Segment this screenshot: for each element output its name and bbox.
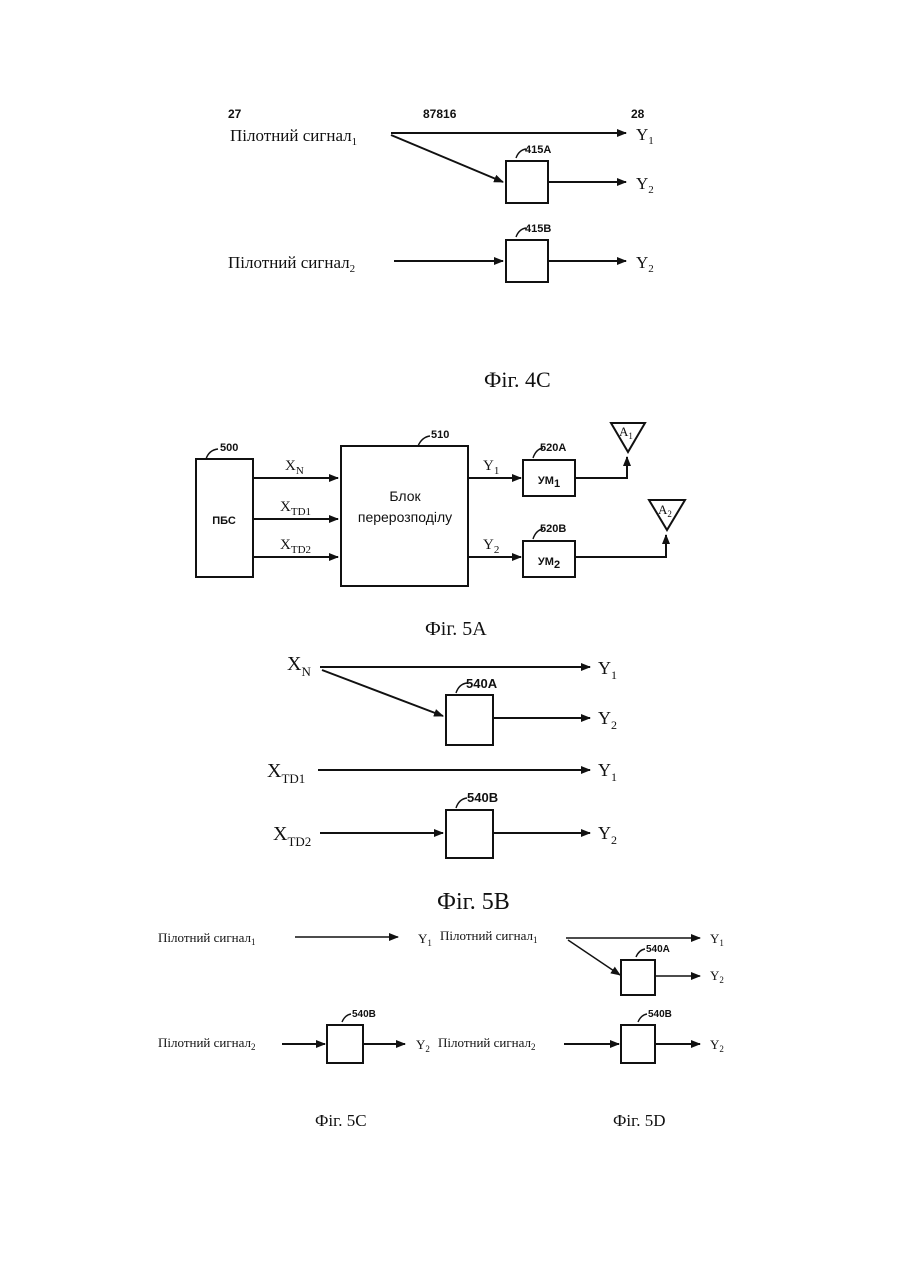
fig5a-xn-label: XN [285, 458, 304, 477]
fig5b-xn-label: XN [287, 653, 311, 679]
figure-5a: 500 ПБС XN XTD1 XTD2 510 Блок перерозпод… [196, 423, 685, 640]
fig5a-redist-label-2: перерозподілу [358, 509, 452, 525]
figure-5c: Пілотний сигнал1 Y1 540B Пілотний сигнал… [158, 930, 432, 1130]
fig5b-o1-label: Y1 [598, 658, 617, 682]
fig5c-in2-label: Пілотний сигнал2 [158, 1035, 256, 1052]
fig5a-xtd1-label: XTD1 [280, 499, 311, 518]
fig5b-block-a [446, 695, 493, 745]
fig4c-input2-label: Пілотний сигнал2 [228, 253, 355, 275]
fig5d-caption: Фіг. 5D [613, 1111, 666, 1130]
fig4c-out2-label: Y2 [636, 174, 654, 196]
figure-5d: Пілотний сигнал1 Y1 540A Y2 540B Пілотни… [438, 928, 724, 1130]
fig5d-diagonal-line [568, 940, 620, 975]
fig5a-redist-ref: 510 [431, 429, 449, 441]
fig4c-out3-label: Y2 [636, 253, 654, 275]
fig5c-block-b [327, 1025, 363, 1063]
fig4c-block-a [506, 161, 548, 203]
fig5c-block-b-ref: 540B [352, 1009, 376, 1020]
fig5b-block-a-ref: 540A [466, 676, 498, 691]
fig5a-antenna1-feed [575, 457, 627, 478]
fig5b-o2-label: Y2 [598, 708, 617, 732]
figure-5b: XN Y1 540A Y2 XTD1 Y1 540B XTD2 Y2 Фіг. … [267, 653, 617, 915]
left-page-number: 27 [228, 107, 242, 121]
fig5b-block-b [446, 810, 493, 858]
fig5d-block-b-leader [638, 1014, 647, 1022]
fig5a-redist-leader [418, 436, 430, 446]
fig5a-pbs-ref: 500 [220, 442, 238, 454]
fig5d-in2-label: Пілотний сигнал2 [438, 1035, 536, 1052]
fig5d-in1-label: Пілотний сигнал1 [440, 928, 538, 945]
fig5b-diagonal-line [322, 670, 443, 716]
fig4c-diagonal-line [391, 135, 503, 182]
fig5a-redist-label-1: Блок [389, 488, 421, 504]
fig5b-caption: Фіг. 5B [437, 889, 510, 915]
fig5d-block-a-leader [636, 949, 645, 957]
fig4c-block-b [506, 240, 548, 282]
fig5a-y2-label: Y2 [483, 537, 499, 556]
fig4c-input1-label: Пілотний сигнал1 [230, 126, 357, 148]
fig5d-o1-label: Y1 [710, 931, 724, 948]
fig5b-block-b-leader [456, 798, 467, 808]
fig5c-caption: Фіг. 5C [315, 1111, 367, 1130]
fig5c-o2-label: Y2 [416, 1037, 430, 1054]
fig5c-block-b-leader [342, 1014, 351, 1022]
fig5b-o4-label: Y2 [598, 823, 617, 847]
fig5a-pbs-label: ПБС [212, 515, 236, 527]
fig5a-y1-label: Y1 [483, 458, 499, 477]
fig5b-xtd2-label: XTD2 [273, 823, 311, 849]
fig5d-o3-label: Y2 [710, 1037, 724, 1054]
fig5d-o2-label: Y2 [710, 968, 724, 985]
fig5d-block-b-ref: 540B [648, 1009, 672, 1020]
fig5d-block-a [621, 960, 655, 995]
fig5a-pbs-leader [206, 449, 218, 459]
fig4c-block-a-ref: 415A [525, 144, 551, 156]
fig5c-o1-label: Y1 [418, 931, 432, 948]
fig5b-o3-label: Y1 [598, 760, 617, 784]
fig5a-amp2-ref: 520B [540, 523, 566, 535]
fig5d-block-b [621, 1025, 655, 1063]
figure-4c: Пілотний сигнал1 Y1 415A Y2 Пілотний сиг… [228, 125, 654, 392]
fig4c-out1-label: Y1 [636, 125, 654, 147]
right-page-number: 28 [631, 107, 645, 121]
fig4c-block-b-ref: 415B [525, 223, 551, 235]
fig5b-block-b-ref: 540B [467, 790, 498, 805]
fig5a-xtd2-label: XTD2 [280, 537, 311, 556]
fig5a-caption: Фіг. 5A [425, 618, 487, 640]
fig5d-block-a-ref: 540A [646, 944, 670, 955]
fig4c-caption: Фіг. 4C [484, 367, 551, 392]
document-number: 87816 [423, 107, 457, 121]
fig5b-xtd1-label: XTD1 [267, 760, 305, 786]
fig5a-antenna2-feed [575, 535, 666, 557]
fig5c-in1-label: Пілотний сигнал1 [158, 930, 256, 947]
fig5a-amp1-ref: 520A [540, 442, 566, 454]
